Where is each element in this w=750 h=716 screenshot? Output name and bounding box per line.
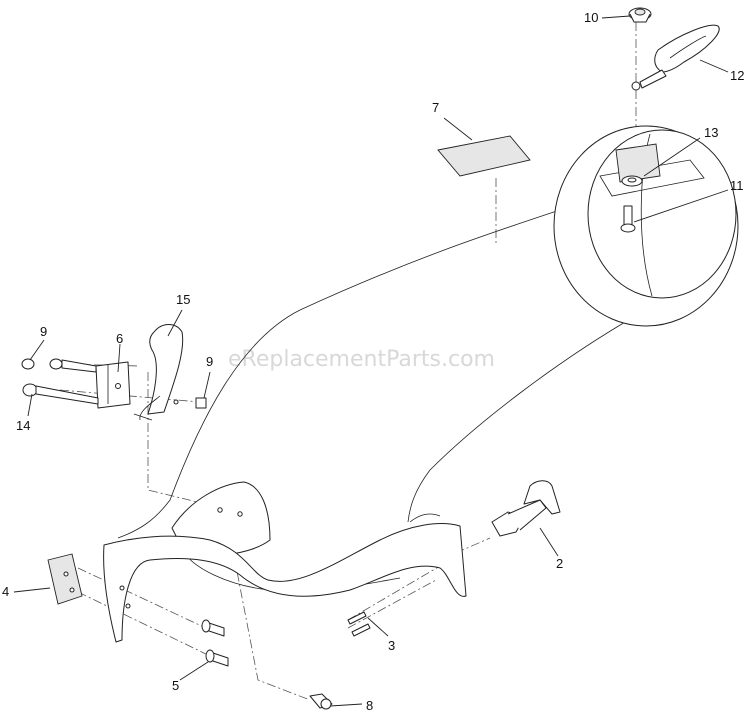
bag-rim-inner bbox=[587, 129, 737, 299]
bag-handle-bracket bbox=[615, 143, 661, 183]
callout-15: 15 bbox=[176, 292, 190, 307]
frame-tube bbox=[103, 523, 467, 643]
callout-labels: 10 12 7 13 11 15 9 6 9 14 4 2 3 5 8 bbox=[2, 10, 744, 713]
callout-11: 11 bbox=[730, 178, 744, 193]
part-11-bolt bbox=[620, 205, 636, 233]
part-15-bracket bbox=[133, 324, 184, 421]
callout-6: 6 bbox=[116, 331, 123, 346]
callout-3: 3 bbox=[388, 638, 395, 653]
callout-8: 8 bbox=[366, 698, 373, 713]
leader-lines bbox=[13, 15, 729, 707]
grass-bag bbox=[117, 125, 739, 539]
callout-9-left: 9 bbox=[40, 324, 47, 339]
part-6-latch bbox=[21, 358, 207, 409]
part-5-bolts bbox=[201, 619, 229, 667]
callout-5: 5 bbox=[172, 678, 179, 693]
part-4-bracket bbox=[47, 553, 83, 605]
part-7-decal bbox=[437, 135, 531, 177]
part-10-knob bbox=[628, 7, 652, 23]
part-3-pins bbox=[347, 611, 371, 637]
callout-2: 2 bbox=[556, 556, 563, 571]
callout-7: 7 bbox=[432, 100, 439, 115]
callout-4: 4 bbox=[2, 584, 9, 599]
part-8-clip bbox=[309, 693, 333, 710]
watermark-text: eReplacementParts.com bbox=[228, 347, 495, 372]
bag-frame bbox=[103, 481, 467, 643]
callout-14: 14 bbox=[16, 418, 30, 433]
callout-10: 10 bbox=[584, 10, 598, 25]
part-2-handle bbox=[491, 480, 561, 537]
callout-13: 13 bbox=[704, 125, 718, 140]
callout-12: 12 bbox=[730, 68, 744, 83]
callout-9-right: 9 bbox=[206, 354, 213, 369]
part-12-handle bbox=[631, 24, 720, 91]
